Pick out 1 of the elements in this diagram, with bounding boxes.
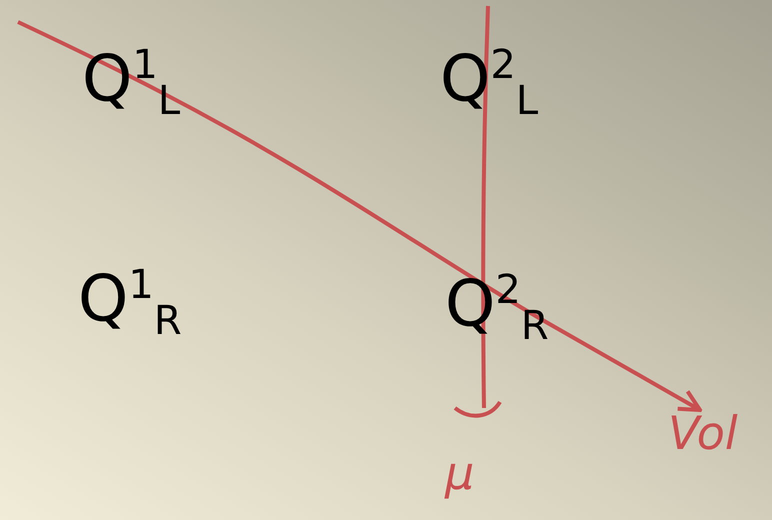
arrow-label: Vol xyxy=(668,410,738,456)
